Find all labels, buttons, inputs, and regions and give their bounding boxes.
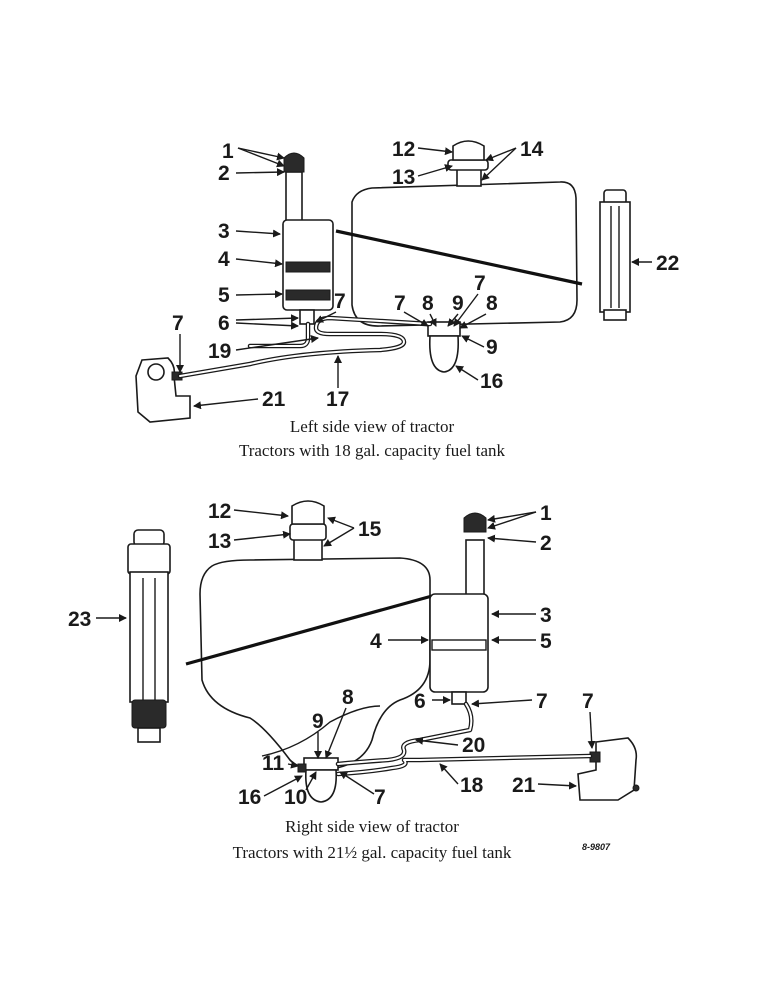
- callout-1: 1: [222, 140, 234, 163]
- caption-top-line2: Tractors with 18 gal. capacity fuel tank: [239, 441, 506, 460]
- sediment-bowl: [427, 321, 461, 373]
- callout-21: 21: [262, 388, 286, 411]
- drawing-reference: 8-9807: [582, 842, 611, 852]
- callout-b-23: 23: [68, 608, 91, 631]
- callout-8b: 8: [486, 292, 498, 315]
- callout-b-12: 12: [208, 500, 231, 523]
- fuel-lines-bottom: [335, 701, 593, 777]
- callout-b-9: 9: [312, 710, 324, 733]
- callout-b-15: 15: [358, 518, 382, 541]
- callout-7a: 7: [334, 290, 346, 313]
- callout-19: 19: [208, 340, 231, 363]
- fuel-filter-assembly: [282, 152, 334, 325]
- callout-b-11: 11: [262, 752, 285, 775]
- callout-b-2: 2: [540, 532, 552, 555]
- callout-2: 2: [218, 162, 230, 185]
- callout-b-16: 16: [238, 786, 261, 809]
- fuel-lines-top: [177, 315, 433, 379]
- fuel-gauge-unit-23: [127, 529, 171, 743]
- callout-14: 14: [520, 138, 544, 161]
- callout-9a: 9: [452, 292, 464, 315]
- top-callouts: 1 2 3 4 5 6 7 19 7 17 21 12 13: [172, 138, 679, 411]
- top-view: 1 2 3 4 5 6 7 19 7 17 21 12 13: [135, 138, 679, 460]
- callout-6: 6: [218, 312, 230, 335]
- callout-b-21: 21: [512, 774, 536, 797]
- callout-b-3: 3: [540, 604, 552, 627]
- callout-b-18: 18: [460, 774, 484, 797]
- callout-22: 22: [656, 252, 679, 275]
- callout-13: 13: [392, 166, 415, 189]
- callout-b-7a: 7: [536, 690, 548, 713]
- callout-7b: 7: [172, 312, 184, 335]
- callout-9b: 9: [486, 336, 498, 359]
- callout-b-7c: 7: [374, 786, 386, 809]
- callout-b-8: 8: [342, 686, 354, 709]
- callout-16: 16: [480, 370, 503, 393]
- caption-bottom-line1: Right side view of tractor: [285, 817, 459, 836]
- fuel-gauge-unit-22: [599, 189, 631, 321]
- callout-b-1: 1: [540, 502, 552, 525]
- callout-b-5: 5: [540, 630, 552, 653]
- callout-4: 4: [218, 248, 230, 271]
- cutaway-line: [335, 229, 583, 286]
- callout-b-10: 10: [284, 786, 307, 809]
- carburetor-bottom: [577, 737, 640, 801]
- callout-7d: 7: [474, 272, 486, 295]
- callout-b-4: 4: [370, 630, 382, 653]
- callout-3: 3: [218, 220, 230, 243]
- bottom-view: 12 13 15 1 2 3 5 4 6 7 7 20 18: [68, 500, 640, 862]
- callout-12: 12: [392, 138, 415, 161]
- callout-b-20: 20: [462, 734, 485, 757]
- callout-8a: 8: [422, 292, 434, 315]
- callout-17: 17: [326, 388, 349, 411]
- callout-7c: 7: [394, 292, 406, 315]
- caption-top-line1: Left side view of tractor: [290, 417, 455, 436]
- callout-b-13: 13: [208, 530, 231, 553]
- caption-bottom-line2: Tractors with 21½ gal. capacity fuel tan…: [233, 843, 512, 862]
- fuel-filter-assembly-bottom: [429, 512, 489, 705]
- callout-5: 5: [218, 284, 230, 307]
- bottom-callouts: 12 13 15 1 2 3 5 4 6 7 7 20 18: [68, 500, 596, 809]
- cutaway-line-bottom: [185, 594, 433, 666]
- callout-b-7b: 7: [582, 690, 594, 713]
- fuel-tank-18gal: [351, 140, 578, 327]
- callout-b-6: 6: [414, 690, 426, 713]
- carburetor: [135, 357, 191, 423]
